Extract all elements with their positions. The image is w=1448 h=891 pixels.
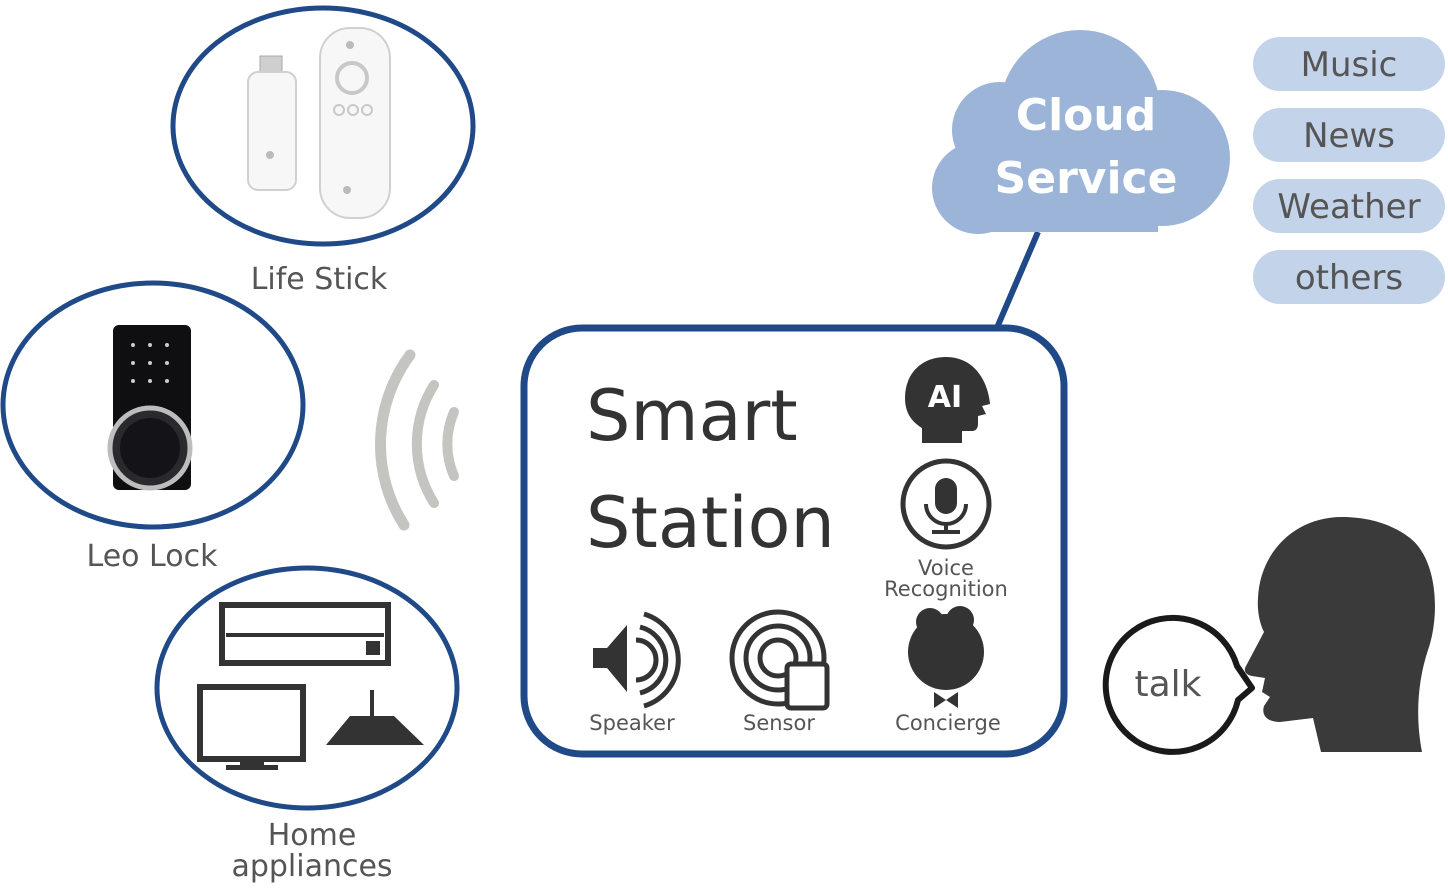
concierge-icon <box>908 606 984 708</box>
home-appliances-label-line1: Home <box>268 818 357 853</box>
smart-station-title-line2: Station <box>586 482 835 564</box>
cloud-shape <box>932 30 1230 234</box>
home-appliances-circle <box>154 565 460 811</box>
home-appliances-device: Home appliances <box>154 565 460 884</box>
service-label-weather: Weather <box>1277 187 1420 227</box>
life-stick-device: Life Stick <box>170 5 476 297</box>
wireless-waves-icon <box>375 349 459 531</box>
service-list: Music News Weather others <box>1253 37 1445 304</box>
person-head-icon <box>1244 517 1435 752</box>
ai-head-icon: AI <box>905 357 990 443</box>
leo-lock-label: Leo Lock <box>87 539 219 574</box>
leo-lock-device: Leo Lock <box>0 280 306 574</box>
service-pill <box>1253 37 1445 91</box>
air-conditioner-icon <box>219 602 391 666</box>
ai-label: AI <box>928 380 962 415</box>
cloud-service: Cloud Service <box>932 30 1230 332</box>
leo-lock-image <box>107 325 193 491</box>
service-label-news: News <box>1303 116 1395 156</box>
cloud-label-line2: Service <box>995 153 1178 204</box>
life-stick-image <box>247 27 391 219</box>
service-pill <box>1253 179 1445 233</box>
sensor-label: Sensor <box>743 711 815 735</box>
service-pill <box>1253 108 1445 162</box>
sensor-icon <box>729 609 830 711</box>
service-pill <box>1253 250 1445 304</box>
smart-station-title-line1: Smart <box>586 375 798 457</box>
talk-bubble: talk <box>1102 614 1255 755</box>
talk-label: talk <box>1134 664 1201 705</box>
life-stick-label: Life Stick <box>251 262 388 297</box>
speaker-label: Speaker <box>589 711 675 735</box>
home-appliances-label-line2: appliances <box>231 849 392 884</box>
concierge-label: Concierge <box>895 711 1001 735</box>
smart-station: Smart Station AI Voice Recognition Speak… <box>520 324 1068 758</box>
monitor-icon <box>197 684 306 770</box>
cloud-connector-line <box>993 230 1041 332</box>
service-label-music: Music <box>1301 45 1398 85</box>
microphone-icon <box>900 458 992 550</box>
service-label-others: others <box>1295 258 1403 298</box>
cloud-label-line1: Cloud <box>1016 90 1156 141</box>
lamp-icon <box>326 690 424 745</box>
voice-label-line2: Recognition <box>884 577 1008 601</box>
speaker-icon <box>593 611 681 709</box>
voice-label-line1: Voice <box>918 556 974 580</box>
